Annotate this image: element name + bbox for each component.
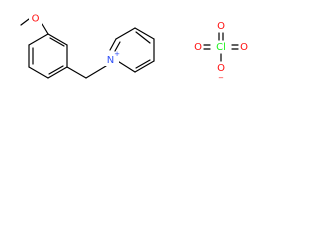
perchlorate-right-oxygen-label: O [240, 42, 248, 53]
bond-benzene-6 [28, 33, 49, 46]
bond-benzene-double-2 [48, 65, 64, 75]
perchlorate-bottom-charge-label: − [218, 74, 224, 82]
pyridinium-nitrogen-background [104, 53, 119, 66]
perchlorate-bottom-oxygen-label: O [217, 63, 225, 74]
bond-benzene-double-1 [49, 37, 65, 47]
bond-pyridinium-2 [134, 60, 155, 73]
bond-methyl-oxygen [20, 18, 30, 26]
bond-pyridinium-double-2 [135, 31, 151, 44]
bond-pyridinium-4 [134, 27, 155, 40]
bond-ring-ch2 [66, 66, 87, 79]
perchlorate-left-oxygen-label: O [194, 42, 202, 53]
bond-pyridinium-5 [115, 27, 136, 40]
pyridinium-nitrogen-label: N [107, 55, 114, 66]
bond-benzene-1 [47, 33, 68, 46]
perchlorate-top-oxygen-label: O [217, 21, 225, 32]
bond-pyridinium-6 [109, 38, 117, 51]
chemical-structure-canvas: O N + O O Cl O O − [0, 0, 275, 117]
bond-pyridinium-1 [115, 59, 136, 73]
bond-pyridinium-double-1 [135, 59, 151, 69]
molecule-drawing: O N + O O Cl O O − [20, 12, 248, 82]
bond-pyridinium-double-3 [114, 41, 121, 52]
bond-ch2-nitrogen [85, 65, 107, 79]
methoxy-oxygen-background [29, 12, 42, 25]
bond-benzene-4 [28, 66, 49, 79]
methoxy-oxygen-label: O [32, 14, 40, 25]
bond-benzene-3 [47, 66, 68, 79]
pyridinium-charge-label: + [114, 50, 120, 58]
perchlorate-chlorine-label: Cl [216, 42, 226, 53]
bond-oxygen-ring [41, 23, 49, 35]
